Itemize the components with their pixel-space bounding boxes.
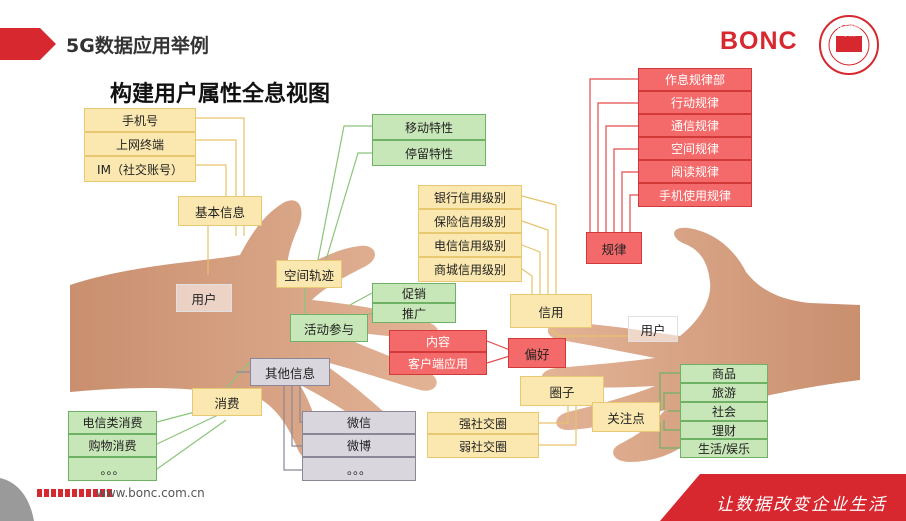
credit-item-insurance: 保险信用级别 [418,209,522,233]
rules-item-phone-usage: 手机使用规律 [638,183,752,207]
space-connectors [304,125,372,318]
activity-node: 活动参与 [290,314,368,342]
circle-item-strong: 强社交圈 [427,412,539,434]
circle-node: 圈子 [520,376,604,406]
left-user-node: 用户 [176,284,232,312]
other-item-weibo: 微博 [302,434,416,457]
brand-logo: BONC [720,27,798,55]
left-hand-shape [70,200,439,460]
basic-info-node: 基本信息 [178,196,262,226]
rules-item-reading: 阅读规律 [638,160,752,183]
credit-connectors [521,195,630,337]
other-info-node: 其他信息 [250,358,330,386]
rules-item-space: 空间规律 [638,137,752,160]
focus-item-society: 社会 [680,402,768,421]
focus-item-goods: 商品 [680,364,768,383]
preference-node: 偏好 [508,338,566,368]
footer-url: www.bonc.com.cn [96,486,205,500]
consumption-item-shopping: 购物消费 [68,434,157,457]
activity-item-promotion: 促销 [372,283,456,303]
rules-item-schedule: 作息规律部 [638,68,752,91]
rules-item-communication: 通信规律 [638,114,752,137]
credit-item-telecom: 电信信用级别 [418,233,522,257]
focus-item-travel: 旅游 [680,383,768,402]
basic-info-item-im: IM（社交账号） [84,156,196,182]
diagram-heading: 构建用户属性全息视图 [110,82,331,107]
basic-info-item-phone: 手机号 [84,108,196,132]
preference-connectors [486,340,511,364]
focus-node: 关注点 [592,402,660,432]
rules-connectors [589,78,638,232]
activity-item-marketing: 推广 [372,303,456,323]
credit-node: 信用 [510,294,592,328]
consumption-node: 消费 [192,388,262,416]
space-node: 空间轨迹 [276,260,342,288]
rules-node: 规律 [586,232,642,264]
rules-item-action: 行动规律 [638,91,752,114]
basic-info-item-terminal: 上网终端 [84,132,196,156]
other-item-more: 。。。 [302,457,416,481]
slide-title: 5G数据应用举例 [66,35,209,57]
focus-item-finance: 理财 [680,421,768,439]
right-user-node: 用户 [628,316,678,342]
other-item-wechat: 微信 [302,411,416,434]
space-item-stay: 停留特性 [372,140,486,166]
other-connectors [236,371,302,471]
seal-label: 东方国信学院 [836,24,861,38]
focus-connectors [659,372,680,449]
header-red-stripe [0,28,56,60]
footer-gray-corner [0,478,34,521]
focus-item-life-entertainment: 生活/娱乐 [680,439,768,458]
footer-slogan: 让数据改变企业生活 [716,495,887,515]
consumption-item-more: 。。。 [68,457,157,481]
circle-item-weak: 弱社交圈 [427,434,539,458]
credit-item-mall: 商城信用级别 [418,257,522,282]
academy-seal-icon [819,15,879,75]
preference-item-client-app: 客户端应用 [389,352,487,375]
footer-red-band [660,474,906,521]
circle-connectors [539,405,577,446]
space-item-mobility: 移动特性 [372,114,486,140]
consumption-item-telecom: 电信类消费 [68,411,157,434]
credit-item-bank: 银行信用级别 [418,185,522,209]
preference-item-content: 内容 [389,330,487,352]
footer-dot-bar [37,489,112,497]
